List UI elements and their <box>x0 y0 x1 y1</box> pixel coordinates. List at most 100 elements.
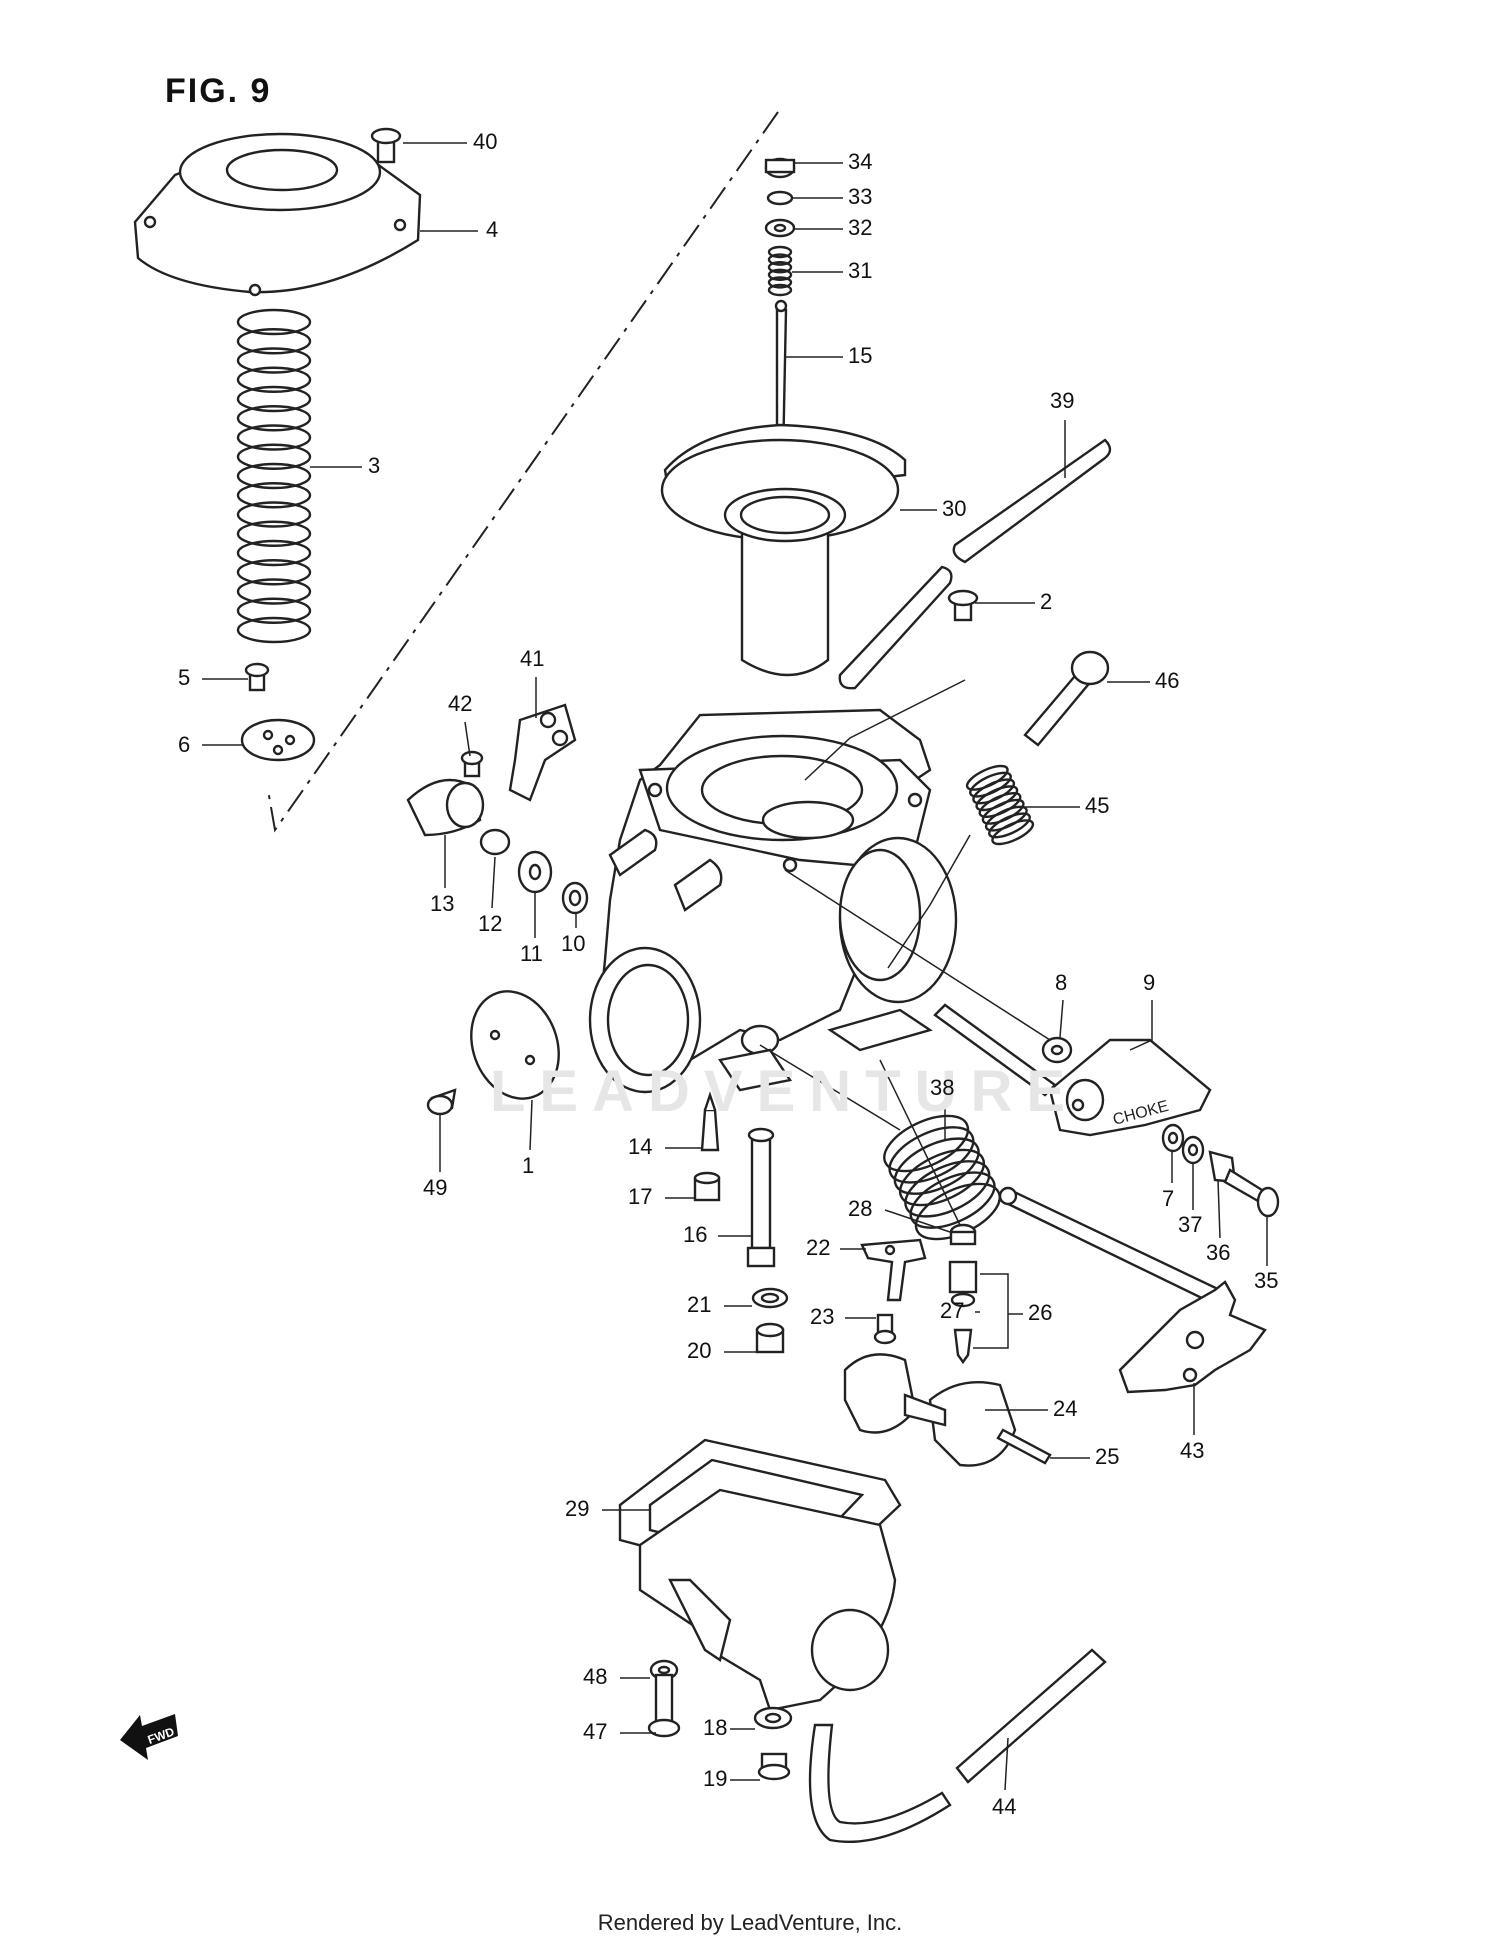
spring31-coil <box>767 268 793 281</box>
leader-28-body <box>879 1059 961 1226</box>
part-8-washer <box>1041 1036 1073 1064</box>
part-11-washer <box>517 850 553 894</box>
callout-26: 26 <box>1028 1300 1053 1325</box>
spring3-coil <box>236 366 312 393</box>
callout-1: 1 <box>522 1153 535 1178</box>
part-10-oring <box>561 881 589 915</box>
callout-25: 25 <box>1095 1444 1120 1469</box>
callout-9: 9 <box>1143 970 1156 995</box>
part-34-cap <box>764 157 796 179</box>
callout-17: 17 <box>628 1184 653 1209</box>
footer-credit: Rendered by LeadVenture, Inc. <box>597 1910 903 1935</box>
callout-10: 10 <box>561 931 586 956</box>
part-43-throttle-shaft <box>997 1186 1267 1394</box>
part-19-drain-screw <box>757 1752 791 1781</box>
callout-36: 36 <box>1206 1240 1231 1265</box>
callout-7: 7 <box>1162 1186 1175 1211</box>
callout-35: 35 <box>1254 1268 1279 1293</box>
callout-31: 31 <box>848 258 873 283</box>
spring38-coil <box>893 1137 980 1195</box>
leader-8-body <box>784 869 1051 1041</box>
part-17-plug <box>693 1171 721 1202</box>
callout-12: 12 <box>478 911 503 936</box>
part-3-spring <box>236 308 312 644</box>
callout-4: 4 <box>486 217 499 242</box>
callout-28: 28 <box>848 1196 873 1221</box>
part-18-washer <box>753 1706 793 1730</box>
spring38-coil <box>904 1160 991 1218</box>
part-23-screw <box>873 1313 897 1345</box>
spring31-coil <box>767 283 793 297</box>
carburetor-body <box>588 708 958 1094</box>
leader-12 <box>491 856 496 909</box>
callout-33: 33 <box>848 184 873 209</box>
callout-48: 48 <box>583 1664 608 1689</box>
part-16-needle-jet <box>746 1127 776 1268</box>
part-1-cover-plate <box>470 990 560 1100</box>
part-26-float-valve <box>948 1260 978 1365</box>
spring3-coil <box>236 539 312 567</box>
callout-11: 11 <box>520 941 543 966</box>
spring3-coil <box>236 424 312 451</box>
part-46-bolt <box>1023 650 1110 747</box>
callout-49: 49 <box>423 1175 448 1200</box>
part-47-screw <box>647 1673 681 1738</box>
leader-36 <box>1217 1179 1221 1239</box>
part-35-screw <box>1223 1168 1280 1218</box>
leader-42 <box>464 721 471 757</box>
fwd-arrow-icon <box>120 1714 178 1760</box>
spring3-coil <box>236 462 312 490</box>
part-6-plate <box>240 718 316 762</box>
spring38-coil <box>883 1114 970 1173</box>
spring3-coil <box>236 405 312 432</box>
spring3-coil <box>236 501 312 528</box>
part-31-spring <box>767 245 793 297</box>
part-42-screw <box>460 750 484 778</box>
callout-16: 16 <box>683 1222 708 1247</box>
callout-30: 30 <box>942 496 967 521</box>
part-44-hose <box>808 1648 1107 1844</box>
callout-29: 29 <box>565 1496 590 1521</box>
callout-42: 42 <box>448 691 473 716</box>
callout-32: 32 <box>848 215 873 240</box>
callout-22: 22 <box>806 1235 831 1260</box>
part-5-screw <box>244 662 270 692</box>
callout-46: 46 <box>1155 668 1180 693</box>
callout-15: 15 <box>848 343 873 368</box>
part-14-pilot-jet <box>700 1091 720 1152</box>
part-2-screw <box>947 589 979 622</box>
callout-23: 23 <box>810 1304 835 1329</box>
spring31-coil <box>767 245 793 259</box>
leader-9 <box>1129 1000 1153 1051</box>
spring31-coil <box>767 261 793 274</box>
spring45-coil <box>988 812 1031 839</box>
spring3-coil <box>236 616 312 644</box>
spring38-coil <box>888 1126 975 1184</box>
callout-6: 6 <box>178 732 191 757</box>
part-9-choke-lever <box>933 1003 1212 1137</box>
part-20-main-jet <box>755 1322 785 1354</box>
part-12-clip <box>479 828 511 856</box>
leader-26 <box>973 1273 1009 1349</box>
spring45-coil <box>991 819 1035 846</box>
part-21-oring <box>751 1287 789 1309</box>
part-32-washer <box>764 218 796 238</box>
part-49-screw <box>426 1088 457 1116</box>
callout-38: 38 <box>930 1075 955 1100</box>
callout-2: 2 <box>1040 589 1053 614</box>
spring31-coil <box>767 276 793 289</box>
leader-8 <box>1059 999 1064 1038</box>
callout-39: 39 <box>1050 388 1075 413</box>
part-22-float-plate <box>860 1238 927 1302</box>
assembly-guide-line <box>267 111 779 833</box>
part-13-cap <box>406 778 485 837</box>
callout-37: 37 <box>1178 1212 1203 1237</box>
part-39-hose <box>838 438 1112 690</box>
part-7-washer <box>1161 1123 1185 1153</box>
callout-43: 43 <box>1180 1438 1205 1463</box>
spring3-coil <box>236 559 312 586</box>
part-37-washer <box>1181 1135 1205 1165</box>
figure-title: FIG. 9 <box>165 72 272 110</box>
leader-30-body <box>804 679 966 781</box>
callout-18: 18 <box>703 1715 728 1740</box>
